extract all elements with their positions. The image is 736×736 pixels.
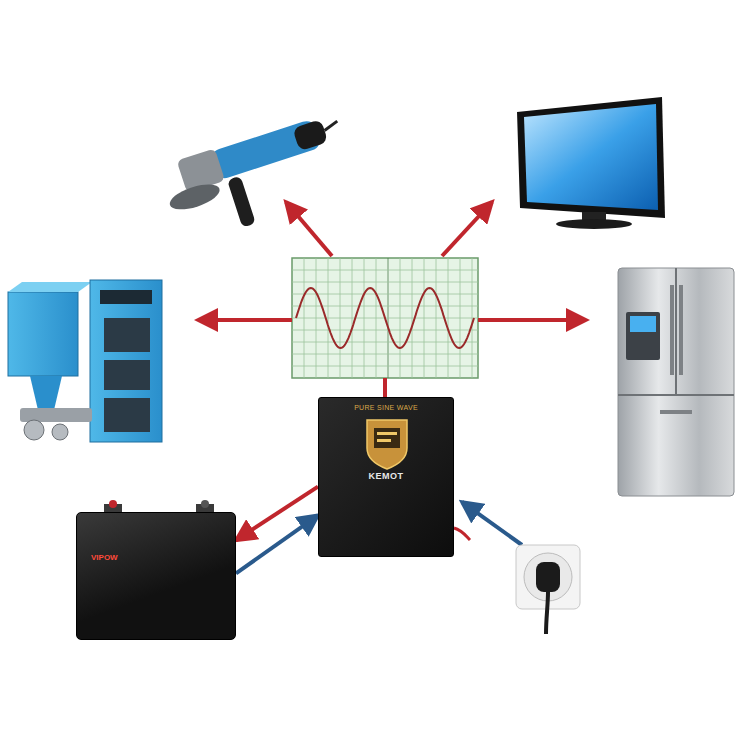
- grinder-cable: [323, 121, 339, 130]
- arrow-boiler: [198, 318, 292, 322]
- shield-bar: [377, 432, 397, 435]
- boiler-funnel: [30, 376, 62, 410]
- fridge-body: [618, 268, 734, 496]
- angle-grinder: [158, 110, 360, 247]
- boiler-motor: [24, 420, 44, 440]
- grid-line: [292, 270, 478, 271]
- sine-wave-scope: [292, 258, 478, 378]
- tv-bezel: [517, 97, 665, 218]
- grid-line: [292, 342, 478, 343]
- tv-neck: [582, 212, 606, 220]
- shield-bar: [377, 439, 391, 442]
- grid-line: [292, 294, 478, 295]
- terminal-minus: [201, 500, 209, 508]
- grid-line: [292, 330, 478, 331]
- arrow-grinder: [286, 202, 332, 256]
- shield: [367, 420, 407, 469]
- boiler-auger: [20, 408, 92, 422]
- inverter-box: PURE SINE WAVE KEMOT: [318, 397, 454, 557]
- power-arrow: [236, 515, 318, 573]
- brand-label: KEMOT: [325, 471, 447, 481]
- grid-line: [292, 282, 478, 283]
- arrow-socket: [462, 502, 522, 545]
- wall-socket: [516, 545, 580, 634]
- grinder-guard: [167, 179, 223, 214]
- boiler: [8, 280, 162, 442]
- boiler-door: [104, 318, 150, 352]
- feed-line: [383, 378, 387, 397]
- fridge-drawer: [618, 394, 734, 396]
- output-arrows: [198, 202, 586, 320]
- boiler-door: [104, 398, 150, 432]
- tv-stand: [556, 219, 632, 229]
- grinder-tail: [292, 119, 328, 151]
- fridge-handle: [679, 285, 683, 375]
- fridge-dispenser: [626, 312, 660, 360]
- grid-line: [292, 306, 478, 307]
- sine-wave: [296, 288, 474, 348]
- device-label: VIPOW: [91, 553, 225, 562]
- fridge-handle: [660, 410, 692, 414]
- boiler-body: [90, 280, 162, 442]
- grid-line: [292, 354, 478, 355]
- scope-screen: [292, 258, 478, 378]
- power-arrow: [236, 487, 318, 541]
- arrow-tv: [442, 202, 492, 256]
- boiler-panel: [100, 290, 152, 304]
- fridge-split: [675, 268, 677, 395]
- grinder-handle: [227, 176, 256, 228]
- television: [517, 97, 665, 229]
- brand-emblem: [365, 418, 409, 470]
- fridge-handle: [670, 285, 674, 375]
- grid-line: [292, 366, 478, 367]
- boiler-door: [104, 360, 150, 390]
- inverter-cable: [454, 528, 470, 540]
- boiler-hopper: [8, 292, 78, 376]
- terminal-plus: [109, 500, 117, 508]
- arrow-fridge: [478, 318, 586, 322]
- boiler-motor: [52, 424, 68, 440]
- tv-screen: [524, 104, 658, 210]
- device-label: PURE SINE WAVE: [325, 404, 447, 411]
- battery-box: VIPOW: [76, 512, 236, 640]
- plug-cable: [546, 592, 548, 634]
- boiler-hopper-top: [8, 282, 92, 292]
- refrigerator: [618, 268, 734, 496]
- fridge-display: [630, 316, 656, 332]
- plug: [536, 562, 560, 592]
- shield-display: [374, 428, 400, 448]
